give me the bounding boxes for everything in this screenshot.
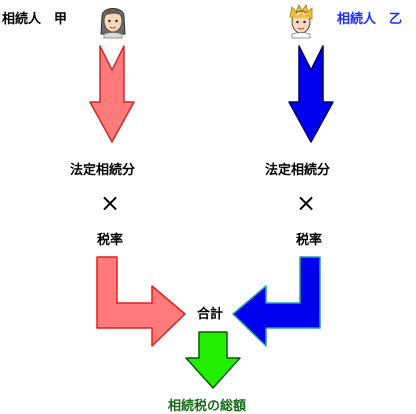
right-multiply-symbol: × — [296, 189, 317, 217]
left-bent-arrow — [96, 256, 186, 347]
heir-b-down-arrow — [288, 45, 334, 143]
right-bent-arrow — [232, 256, 321, 347]
man-avatar-icon — [289, 4, 313, 39]
left-multiply-symbol: × — [100, 189, 121, 217]
heir-a-label: 相続人 甲 — [2, 12, 68, 27]
heir-a-down-arrow — [89, 45, 135, 143]
result-label: 相続税の総額 — [168, 399, 247, 414]
right-statutory-share-label: 法定相続分 — [265, 163, 331, 178]
left-tax-rate-label: 税率 — [97, 233, 124, 248]
result-down-arrow — [185, 331, 241, 389]
heir-b-label: 相続人 乙 — [337, 12, 403, 27]
right-tax-rate-label: 税率 — [296, 233, 323, 248]
left-statutory-share-label: 法定相続分 — [70, 163, 136, 178]
sum-label: 合計 — [197, 307, 224, 322]
woman-avatar-icon — [100, 8, 126, 39]
